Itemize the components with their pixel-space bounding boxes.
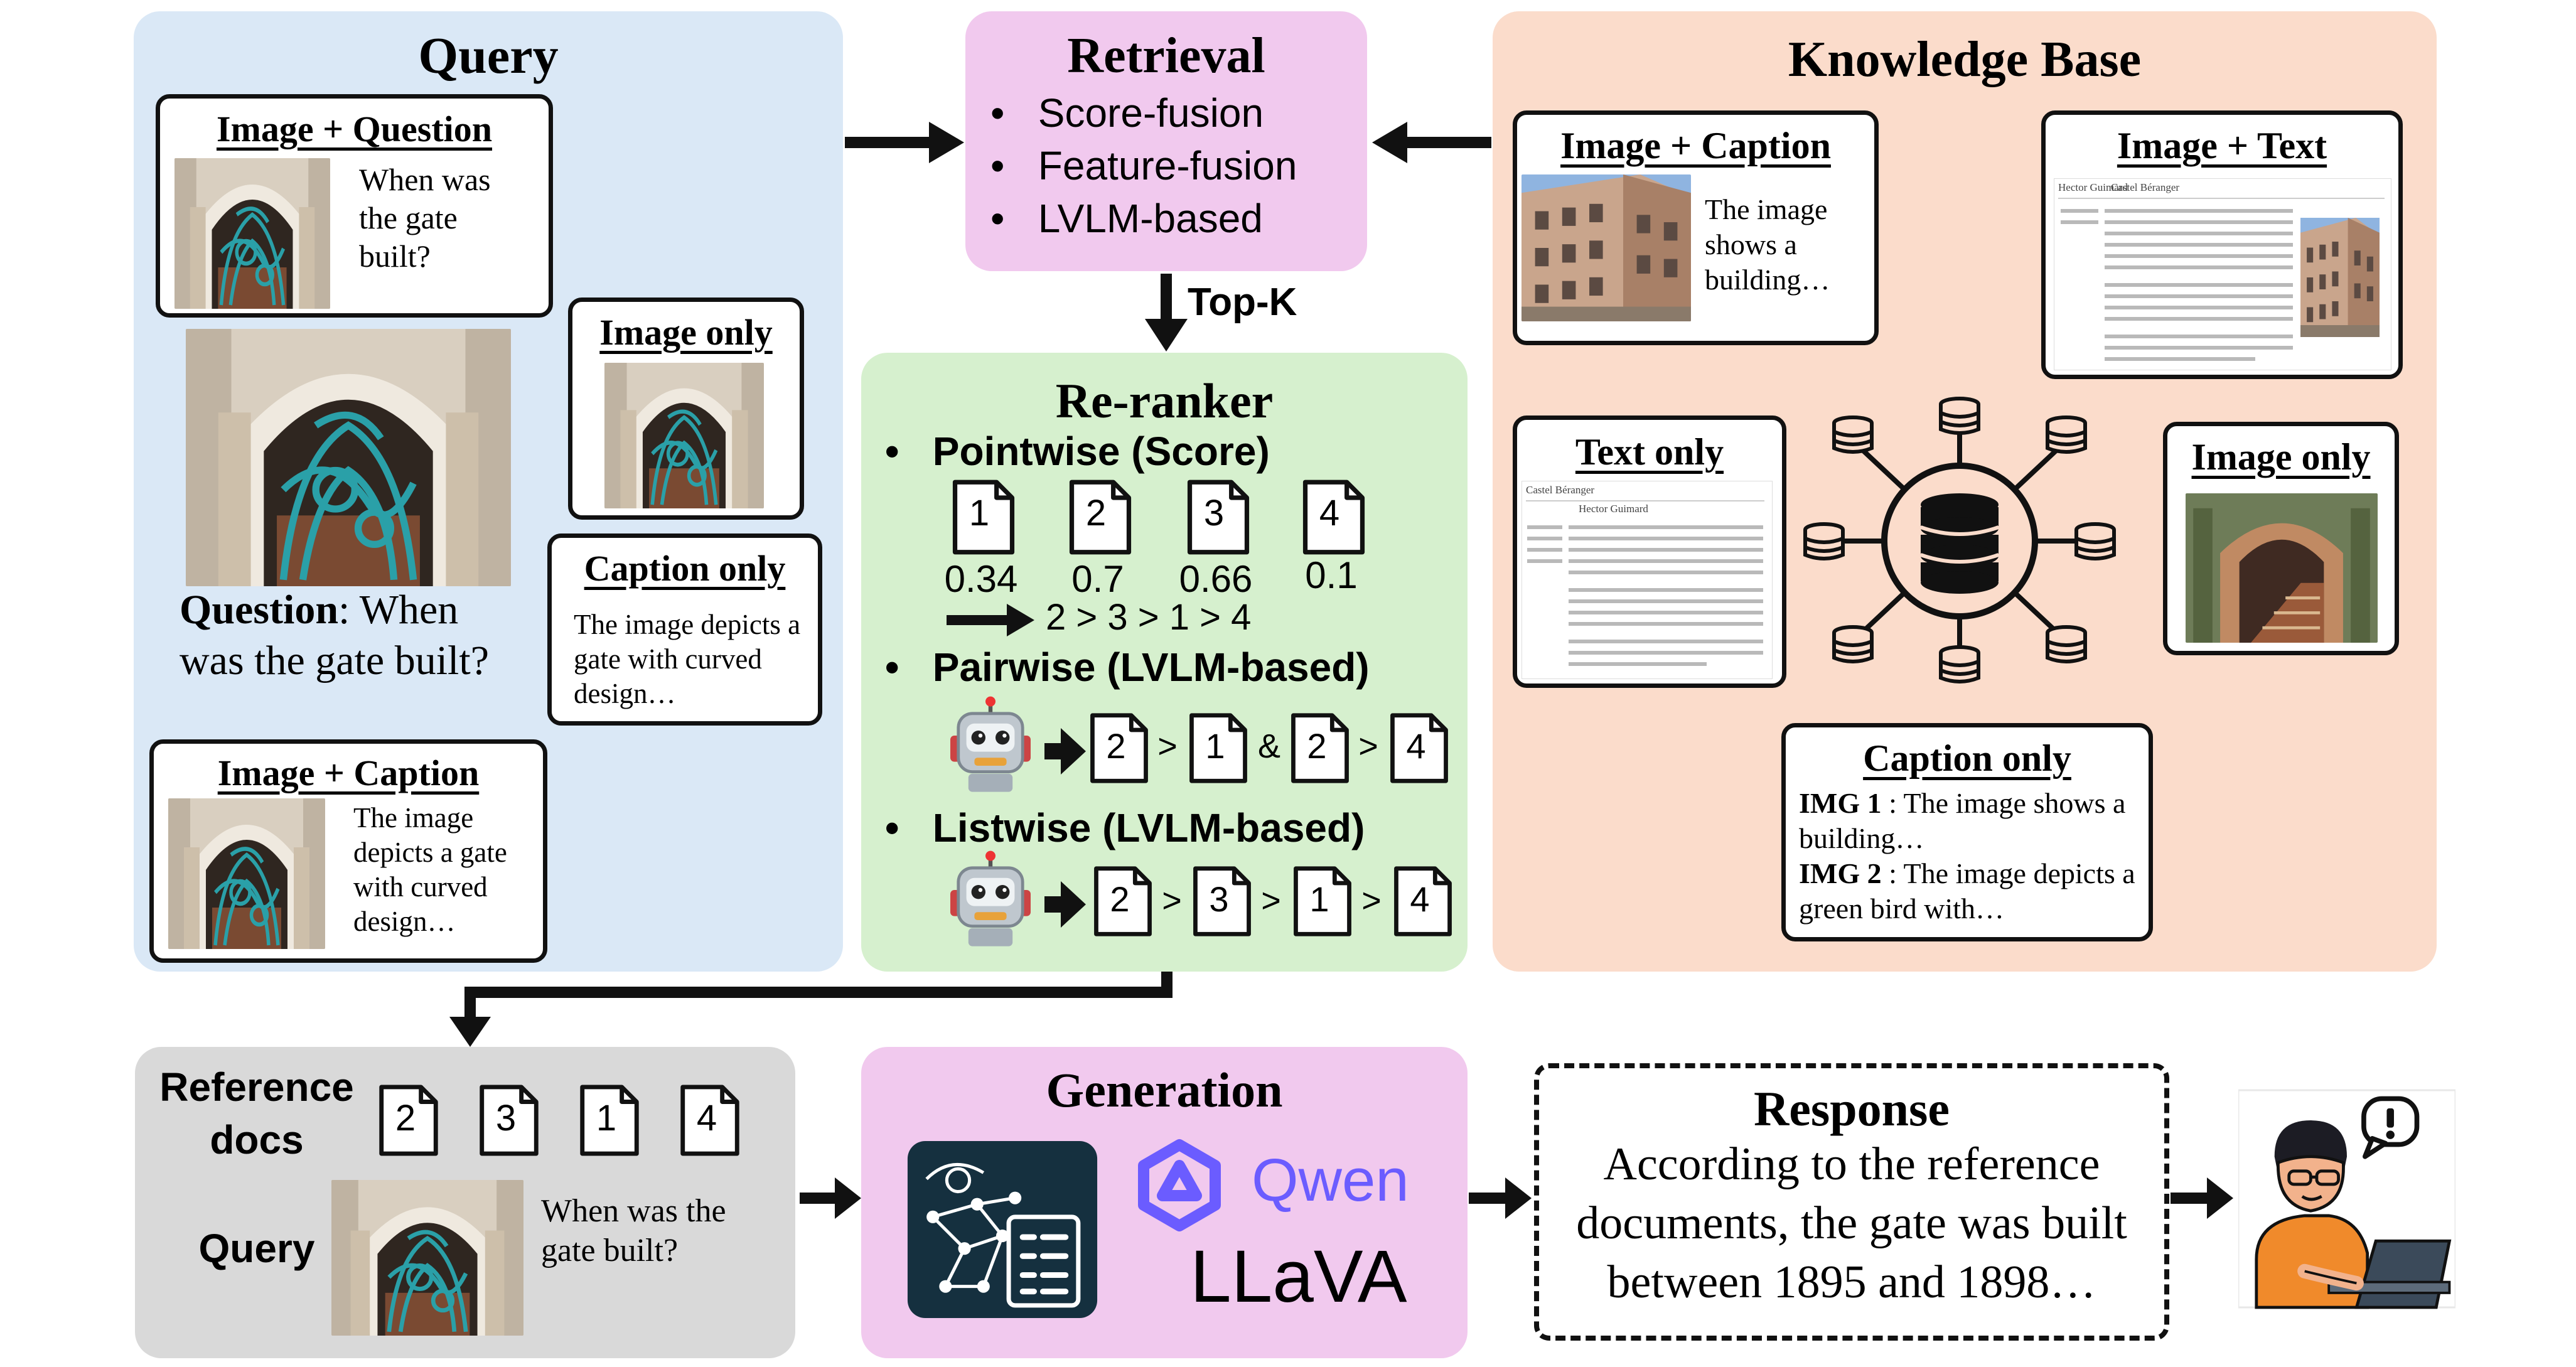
query-image-caption-label: Image + Caption — [217, 753, 480, 793]
pointwise-order: 2 > 3 > 1 > 4 — [1046, 597, 1252, 638]
response-text: According to the reference documents, th… — [1576, 1139, 2127, 1308]
reranker-title: Re-ranker — [1055, 373, 1274, 428]
document-icon: 2 — [375, 1083, 442, 1157]
gt-symbol: > — [1261, 882, 1281, 919]
qwen-label: Qwen — [1252, 1147, 1409, 1214]
user-laptop-icon — [2238, 1089, 2455, 1309]
query-image-question-label: Image + Question — [216, 109, 493, 149]
gate-photo — [604, 363, 764, 508]
database-icon — [1803, 397, 2116, 684]
response-box — [1534, 1063, 2169, 1341]
retrieval-item: • LVLM-based — [990, 196, 1263, 241]
kb-wiki-document: Castel Béranger Hector Guimard — [2054, 178, 2391, 370]
query-image-question-text: When was the gate built? — [359, 162, 491, 274]
query-image-only-label: Image only — [599, 312, 773, 353]
generation-title: Generation — [1046, 1063, 1283, 1117]
kb-image-caption-text: The image shows a building… — [1705, 193, 1830, 296]
document-icon: 2 — [1063, 478, 1137, 556]
kb-caption-only-card — [1781, 723, 2153, 941]
kb-text-only-label: Text only — [1575, 431, 1724, 473]
hall-photo — [2186, 493, 2378, 643]
document-icon: 1 — [947, 478, 1021, 556]
gate-photo — [331, 1180, 523, 1336]
document-icon: 1 — [1185, 712, 1252, 785]
query-question: Question: When was the gate built? — [180, 585, 531, 686]
document-icon: 3 — [1189, 865, 1255, 938]
pointwise-score: 0.34 — [944, 558, 1018, 600]
document-icon: 4 — [1297, 478, 1371, 556]
reranker-panel — [861, 353, 1468, 972]
document-icon: 2 — [1287, 712, 1353, 785]
retrieval-list: • Score-fusion • Feature-fusion • LVLM-b… — [990, 87, 1367, 245]
arrow-icon — [1044, 881, 1086, 928]
pointwise-score: 0.1 — [1305, 554, 1358, 596]
building-photo — [1521, 174, 1691, 321]
document-icon: 2 — [1086, 712, 1152, 785]
retrieval-item: • Feature-fusion — [990, 143, 1297, 188]
response-title: Response — [1753, 1081, 1950, 1136]
knowledge-base-title: Knowledge Base — [1788, 32, 2142, 87]
kb-wiki-doc-subtitle: Hector Guimard — [2058, 181, 2128, 193]
robot-icon — [939, 850, 1042, 950]
neural-network-icon — [907, 1141, 1098, 1318]
gt-symbol: > — [1157, 727, 1178, 765]
robot-icon — [939, 695, 1042, 796]
query-caption-only-card — [547, 533, 822, 726]
kb-image-caption-label: Image + Caption — [1560, 125, 1831, 166]
document-icon: 2 — [1090, 865, 1156, 938]
pointwise-score: 0.66 — [1179, 558, 1253, 600]
listwise-label: • Listwise (LVLM-based) — [885, 805, 1365, 850]
document-icon: 4 — [677, 1083, 743, 1157]
gt-symbol: > — [1361, 882, 1382, 919]
reference-query-text: When was the gate built? — [541, 1193, 726, 1269]
query-image-caption-text: The image depicts a gate with curved des… — [353, 802, 507, 937]
llava-label: LLaVA — [1190, 1235, 1407, 1318]
building-photo — [2300, 218, 2380, 337]
query-question-label: Question — [180, 587, 339, 633]
reference-title: Reference docs — [159, 1064, 354, 1162]
kb-caption-only-label: Caption only — [1863, 737, 2071, 779]
document-icon: 3 — [476, 1083, 542, 1157]
retrieval-item: • Score-fusion — [990, 90, 1264, 136]
kb-image-text-label: Image + Text — [2117, 125, 2327, 166]
pairwise-label: • Pairwise (LVLM-based) — [885, 645, 1370, 690]
arrow-icon — [1044, 728, 1086, 775]
document-icon: 4 — [1386, 712, 1452, 785]
kb-caption-img1: IMG 1 : The image shows a building… — [1799, 787, 2126, 855]
query-caption-only-label: Caption only — [584, 548, 786, 589]
document-icon: 3 — [1181, 478, 1255, 556]
gate-photo — [174, 158, 330, 309]
gate-photo — [168, 798, 325, 949]
kb-image-only-label: Image only — [2191, 436, 2371, 478]
pointwise-score: 0.7 — [1071, 558, 1124, 600]
qwen-logo-icon — [1138, 1139, 1221, 1231]
kb-wiki-doc-title: Castel Béranger — [2111, 181, 2180, 193]
kb-text-doc-title: Castel Béranger — [1526, 484, 1595, 496]
kb-text-document: Castel Béranger Hector Guimard — [1521, 481, 1773, 679]
arrow-icon — [947, 604, 1034, 636]
retrieval-panel — [965, 11, 1367, 271]
kb-caption-img2: IMG 2 : The image depicts a green bird w… — [1799, 857, 2135, 925]
amp-symbol: & — [1257, 727, 1281, 765]
document-icon: 4 — [1390, 865, 1456, 938]
retrieval-title: Retrieval — [1067, 28, 1265, 83]
query-title: Query — [418, 27, 559, 84]
query-question-text: : When was the gate built? — [180, 587, 490, 684]
gate-photo — [186, 329, 511, 586]
document-icon: 1 — [576, 1083, 643, 1157]
pointwise-label: • Pointwise (Score) — [885, 429, 1270, 474]
kb-caption-only-text: IMG 1 : The image shows a building… IMG … — [1799, 786, 2150, 926]
document-icon: 1 — [1289, 865, 1356, 938]
reference-query-label: Query — [198, 1226, 315, 1271]
topk-label: Top-K — [1188, 281, 1297, 324]
gt-symbol: > — [1358, 727, 1378, 765]
query-caption-only-text: The image depicts a gate with curved des… — [574, 609, 801, 709]
kb-text-doc-subtitle: Hector Guimard — [1579, 503, 1648, 515]
gt-symbol: > — [1162, 882, 1182, 919]
